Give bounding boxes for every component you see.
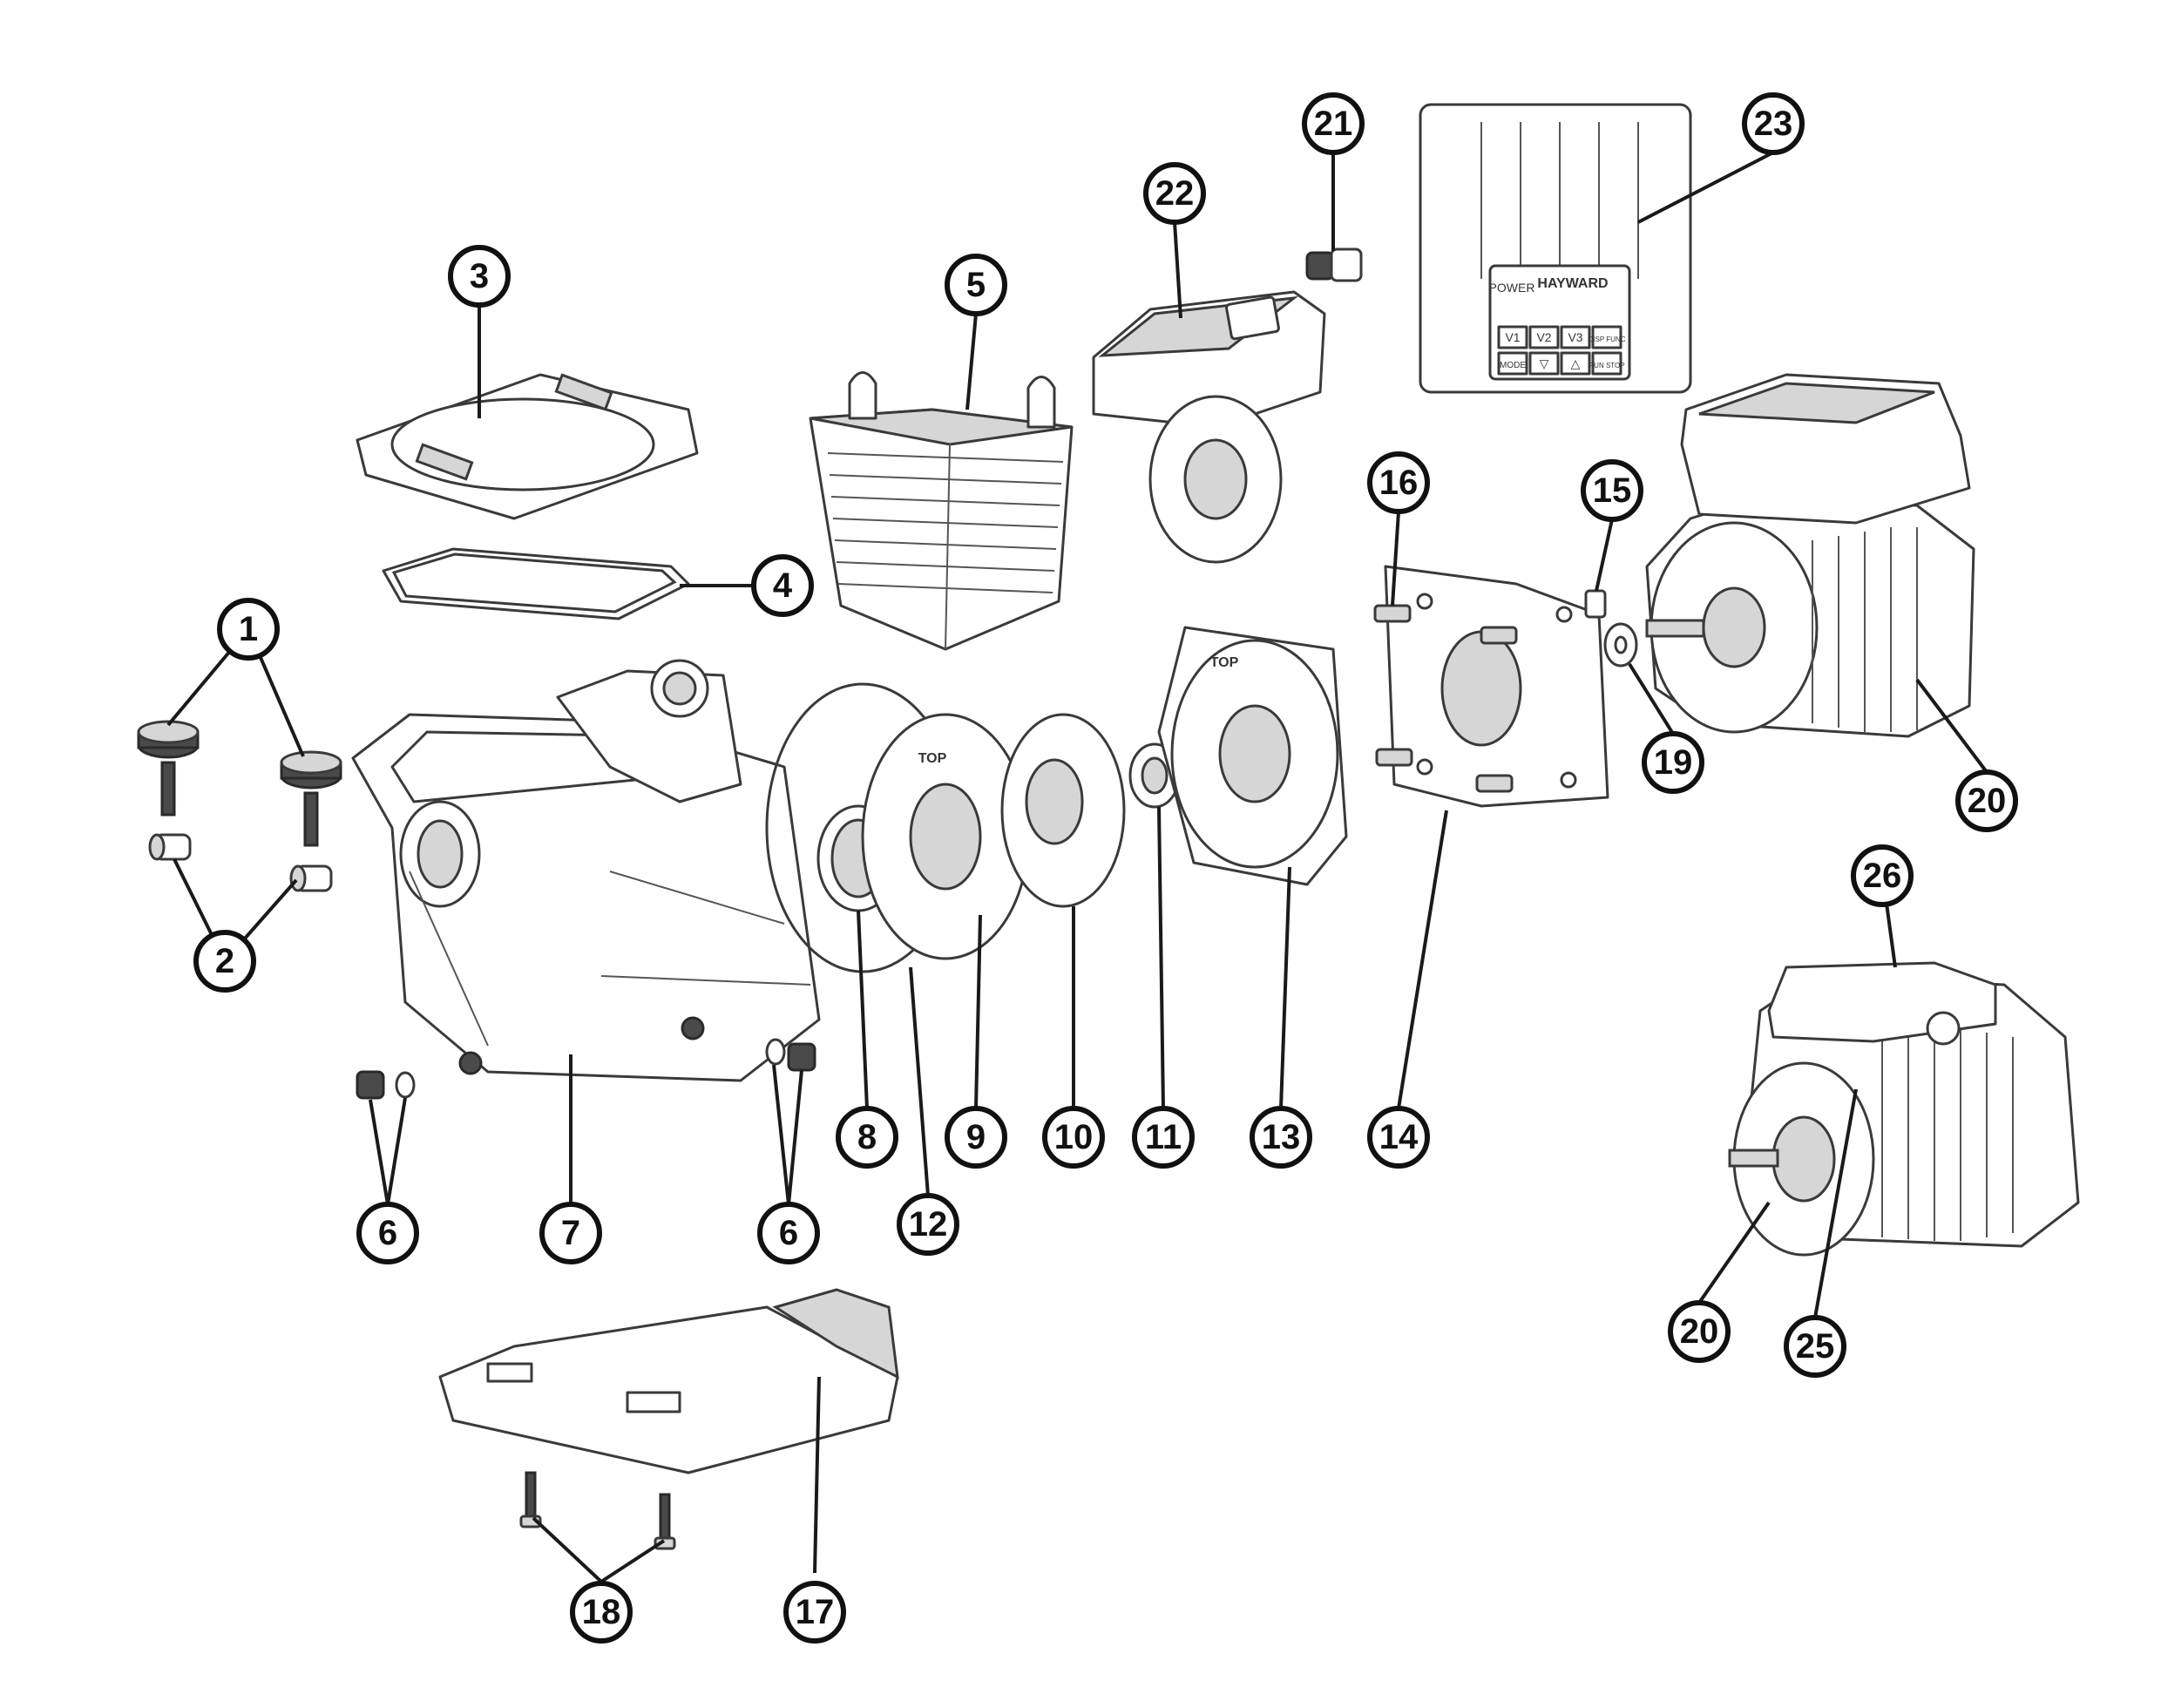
- svg-text:14: 14: [1379, 1118, 1419, 1156]
- callout-18: 18: [570, 1581, 633, 1644]
- svg-text:20: 20: [1968, 782, 2007, 820]
- btn-up-label: △: [1571, 356, 1581, 370]
- controller-keypad: V1 V2 V3 DISP FUNC MODE ▽ △ RUN STOP: [1497, 325, 1626, 376]
- part-motor-alt: [1728, 961, 2080, 1257]
- btn-v3-label: V3: [1568, 330, 1582, 344]
- svg-text:10: 10: [1054, 1118, 1094, 1156]
- callout-17: 17: [783, 1581, 846, 1644]
- svg-text:3: 3: [470, 257, 489, 295]
- btn-run-stop-label: RUN STOP: [1589, 362, 1624, 369]
- callout-6-left: 6: [356, 1202, 419, 1264]
- svg-text:20: 20: [1680, 1312, 1719, 1351]
- svg-text:1: 1: [239, 610, 258, 648]
- svg-text:5: 5: [966, 266, 986, 304]
- btn-v2-label: V2: [1536, 330, 1551, 344]
- part-controller-panel: POWER HAYWARD V1 V2 V3 DISP FUNC MODE ▽ …: [1419, 103, 1692, 394]
- part-bolts: [1373, 604, 1518, 793]
- part-slinger-washer: [1603, 622, 1638, 668]
- callout-11: 11: [1132, 1106, 1195, 1169]
- callout-16: 16: [1367, 451, 1430, 514]
- svg-text:15: 15: [1593, 471, 1632, 510]
- callout-12: 12: [897, 1193, 959, 1256]
- part-base-screws: [519, 1471, 676, 1550]
- callout-3: 3: [448, 245, 511, 308]
- callout-21: 21: [1302, 92, 1365, 155]
- callout-7: 7: [539, 1202, 602, 1264]
- btn-disp-func-label: DISP FUNC: [1589, 336, 1626, 343]
- impeller-top-marking: TOP: [918, 751, 947, 766]
- btn-mode-label: MODE: [1500, 361, 1526, 370]
- svg-text:4: 4: [773, 566, 793, 605]
- part-seal-assembly: [1000, 713, 1126, 908]
- part-knob-left: [137, 720, 200, 817]
- svg-text:8: 8: [857, 1118, 877, 1156]
- callout-9: 9: [945, 1106, 1007, 1169]
- svg-text:26: 26: [1863, 857, 1902, 895]
- part-pump-housing: [351, 659, 821, 1082]
- svg-text:7: 7: [561, 1214, 580, 1252]
- svg-text:23: 23: [1754, 105, 1793, 143]
- callout-19: 19: [1642, 731, 1704, 794]
- svg-text:11: 11: [1145, 1118, 1182, 1156]
- callout-13: 13: [1250, 1106, 1312, 1169]
- svg-text:2: 2: [215, 942, 234, 980]
- callout-23: 23: [1742, 92, 1805, 155]
- part-strainer-cover: [356, 373, 699, 520]
- btn-down-label: ▽: [1540, 356, 1549, 370]
- callout-15: 15: [1581, 459, 1643, 522]
- part-strainer-basket: [809, 371, 1074, 651]
- callout-25: 25: [1784, 1315, 1846, 1378]
- part-drain-plug-left: [356, 1070, 416, 1100]
- callout-1: 1: [217, 598, 280, 661]
- callout-26: 26: [1851, 844, 1914, 907]
- svg-text:25: 25: [1796, 1327, 1835, 1366]
- callout-8: 8: [836, 1106, 898, 1169]
- part-impeller: TOP: [861, 713, 1030, 960]
- svg-text:16: 16: [1379, 464, 1419, 502]
- svg-text:6: 6: [779, 1214, 798, 1252]
- part-nut-right: [289, 864, 333, 892]
- svg-text:18: 18: [582, 1593, 621, 1631]
- part-cable-gland: [1305, 247, 1363, 282]
- part-bolt-15: [1584, 589, 1607, 619]
- controller-brand-label: HAYWARD: [1537, 276, 1608, 291]
- part-motor: [1645, 373, 1975, 738]
- callout-10: 10: [1042, 1106, 1105, 1169]
- part-motor-adapter: [1384, 565, 1609, 808]
- part-lid-gasket: [382, 547, 690, 620]
- svg-text:21: 21: [1314, 105, 1353, 143]
- callout-4: 4: [751, 554, 814, 617]
- svg-text:22: 22: [1155, 174, 1195, 213]
- svg-text:19: 19: [1654, 743, 1693, 782]
- callout-2: 2: [193, 930, 256, 993]
- part-knob-right: [280, 750, 342, 847]
- part-drive-unit: [1092, 290, 1326, 564]
- part-pump-base: [438, 1288, 899, 1474]
- part-seal-plate: TOP: [1157, 626, 1348, 886]
- part-nut-left: [148, 833, 192, 861]
- callout-20-top: 20: [1955, 769, 2018, 832]
- callout-5: 5: [945, 254, 1007, 316]
- callout-14: 14: [1367, 1106, 1430, 1169]
- svg-text:17: 17: [796, 1593, 835, 1631]
- svg-text:6: 6: [378, 1214, 397, 1252]
- btn-v1-label: V1: [1505, 330, 1520, 344]
- callout-6-right: 6: [757, 1202, 820, 1264]
- callout-22: 22: [1143, 162, 1206, 225]
- svg-text:9: 9: [966, 1118, 986, 1156]
- callout-20-bottom: 20: [1668, 1300, 1731, 1363]
- svg-text:13: 13: [1262, 1118, 1301, 1156]
- seal-plate-top-marking: TOP: [1210, 655, 1239, 670]
- svg-text:12: 12: [909, 1205, 948, 1244]
- controller-power-label: POWER: [1489, 281, 1535, 295]
